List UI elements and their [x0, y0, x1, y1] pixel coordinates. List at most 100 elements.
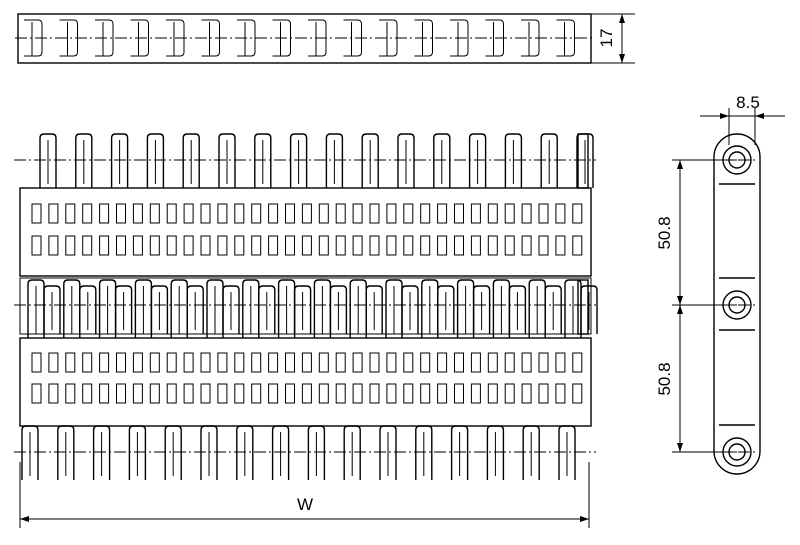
module-opening: [200, 235, 211, 256]
module-opening: [572, 235, 583, 256]
bottom-hinge-lug: [558, 425, 576, 480]
module-opening: [268, 352, 279, 373]
middle-hinge-lug: [63, 279, 81, 338]
arrowhead: [720, 113, 729, 119]
module-opening: [217, 235, 228, 256]
top-hinge-lug: [110, 133, 129, 188]
module-opening: [555, 383, 566, 404]
module-opening: [369, 352, 380, 373]
module-opening: [521, 235, 532, 256]
bottom-hinge-lug: [236, 425, 254, 480]
module-opening: [99, 352, 110, 373]
module-opening: [335, 235, 346, 256]
link-profile-outline: [713, 133, 761, 475]
module-opening: [521, 352, 532, 373]
module-opening: [572, 203, 583, 224]
module-opening: [487, 352, 498, 373]
top-hinge-lug: [218, 133, 236, 188]
module-opening: [65, 203, 76, 224]
module-opening: [454, 203, 464, 224]
pin-holes: [718, 145, 756, 467]
bottom-hinge-lug: [522, 425, 540, 480]
bottom-hinge-lug: [92, 425, 111, 480]
top-hinge-lug: [182, 133, 200, 188]
middle-hinge-lug: [206, 279, 224, 338]
module-opening: [470, 383, 481, 404]
middle-hinge-lug: [349, 279, 367, 338]
side-hinge-loop: [130, 19, 149, 57]
bottom-hinge-lug: [21, 425, 39, 480]
module-opening: [454, 383, 464, 404]
middle-hinge-lug-inner: [329, 285, 348, 334]
module-opening: [48, 383, 59, 404]
module-opening: [521, 383, 532, 404]
module-opening: [369, 383, 380, 404]
module-opening: [65, 383, 76, 404]
middle-hinge-lug-inner: [472, 285, 491, 334]
module-opening: [200, 352, 211, 373]
middle-hinge-lug-inner: [79, 285, 97, 334]
module-opening: [301, 383, 312, 404]
middle-hinge-lug: [492, 279, 511, 338]
lower-module-body: [19, 337, 592, 427]
module-opening: [31, 352, 42, 373]
top-hinge-lug: [540, 133, 558, 188]
module-opening: [285, 235, 295, 256]
middle-hinge-lug: [170, 279, 188, 338]
module-opening: [403, 203, 414, 224]
module-opening: [504, 352, 515, 373]
module-opening: [386, 203, 397, 224]
module-opening: [99, 383, 110, 404]
arrowhead: [619, 54, 625, 63]
middle-hinge-lug: [421, 279, 439, 338]
module-opening: [166, 383, 177, 404]
bottom-hinge-lug: [486, 425, 505, 480]
module-opening: [369, 203, 380, 224]
top-hinge-lug: [325, 133, 344, 188]
module-opening: [420, 352, 431, 373]
module-opening: [437, 235, 448, 256]
module-opening: [166, 352, 177, 373]
module-opening: [217, 203, 228, 224]
bottom-hinge-lug: [128, 425, 147, 480]
arrowhead: [580, 516, 589, 522]
plan-view-hinge-lugs: [21, 133, 598, 480]
module-opening: [234, 383, 245, 404]
middle-hinge-lug: [456, 279, 475, 338]
middle-edge-lug: [577, 279, 589, 335]
top-hinge-lug: [289, 133, 308, 188]
plan-view-modules: [19, 187, 592, 427]
module-opening: [116, 383, 126, 404]
middle-hinge-lug: [313, 279, 332, 338]
module-opening: [116, 352, 126, 373]
module-opening: [487, 203, 498, 224]
module-opening: [234, 235, 245, 256]
module-opening: [234, 203, 245, 224]
module-opening: [217, 383, 228, 404]
module-opening: [99, 235, 110, 256]
top-hinge-lug: [39, 133, 57, 188]
module-opening: [31, 383, 42, 404]
module-opening: [386, 352, 397, 373]
link-profile-view: 8.5 50.8 50.8: [655, 93, 785, 475]
top-hinge-lug: [146, 133, 165, 188]
bottom-hinge-lug: [200, 425, 218, 480]
middle-hinge-lug-inner: [222, 285, 240, 334]
module-opening: [82, 383, 93, 404]
module-opening: [454, 235, 464, 256]
bottom-hinge-lug: [307, 425, 326, 480]
module-opening: [183, 352, 194, 373]
module-opening: [437, 352, 448, 373]
module-opening: [403, 352, 414, 373]
upper-module-body: [19, 187, 592, 277]
module-opening: [538, 352, 549, 373]
module-opening: [183, 235, 194, 256]
module-opening: [403, 383, 414, 404]
module-opening: [31, 235, 42, 256]
module-opening: [268, 203, 279, 224]
module-opening: [470, 203, 481, 224]
arrowhead: [677, 305, 683, 314]
top-hinge-lug: [75, 133, 93, 188]
middle-hinge-lug-inner: [258, 285, 276, 334]
module-opening: [82, 235, 93, 256]
